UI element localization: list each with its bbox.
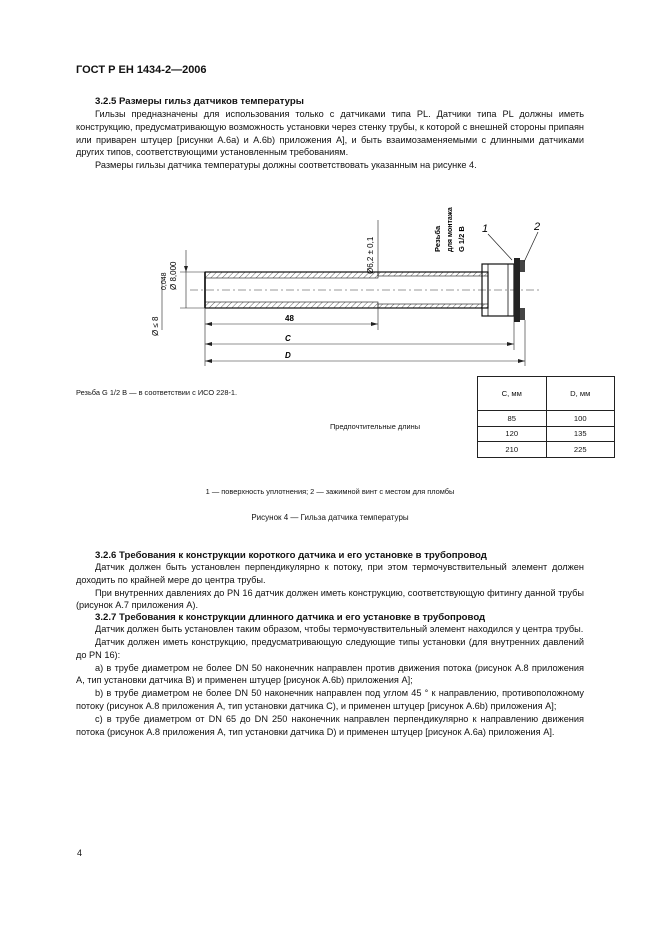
document-header: ГОСТ Р ЕН 1434-2—2006: [76, 64, 207, 76]
table-cell: 210: [477, 441, 547, 458]
section-title: 3.2.6 Требования к конструкции короткого…: [95, 550, 487, 561]
thread-note: Резьба G 1/2 B — в соответствии с ИСО 22…: [76, 388, 238, 397]
table-header-d: D, мм: [545, 376, 615, 411]
figure-legend: 1 — поверхность уплотнения; 2 — зажимной…: [205, 487, 455, 496]
table-row: 85 100: [477, 410, 615, 427]
paragraph: Размеры гильзы датчика температуры должн…: [95, 160, 477, 171]
paragraph: Гильзы предназначены для использования т…: [76, 109, 584, 158]
dimension-48-label: 48: [285, 314, 294, 323]
page-number: 4: [77, 848, 83, 858]
table-cell: 120: [477, 425, 547, 442]
clamping-screw: [520, 260, 525, 272]
list-item: а) в трубе диаметром не более DN 50 нако…: [76, 662, 584, 686]
table-cell: 225: [545, 441, 615, 458]
figure-caption: Рисунок 4 — Гильза датчика температуры: [251, 513, 409, 522]
callout-1: 1: [482, 223, 488, 235]
table-row: 210 225: [477, 441, 615, 458]
mid-diameter-label: Ø6,2 ± 0,1: [366, 236, 375, 274]
dimension-c-label: C: [285, 334, 291, 343]
callout-2: 2: [533, 221, 540, 233]
dimension-d-label: D: [285, 351, 291, 360]
list-item: b) в трубе диаметром не более DN 50 нако…: [76, 688, 584, 711]
outer-diameter-tolerance: 0,048: [161, 272, 168, 290]
inner-diameter-label: Ø ≤ 8: [151, 316, 160, 336]
table-row: 120 135: [477, 425, 615, 442]
sealing-surface: [514, 258, 520, 322]
outer-diameter-label: Ø 8,000: [169, 261, 178, 290]
preferred-lengths-table: C, мм D, мм 85 100 120 135 210 225: [477, 376, 615, 458]
paragraph: Датчик должен иметь конструкцию, предусм…: [76, 636, 584, 660]
thread-label: Резьба: [433, 225, 442, 252]
sections-3-2-6-and-3-2-7: 3.2.6 Требования к конструкции короткого…: [76, 550, 584, 738]
section-3-2-5: 3.2.5 Размеры гильз датчиков температуры…: [76, 96, 584, 172]
preferred-lengths-label: Предпочтительные длины: [330, 422, 421, 431]
section-title: 3.2.5 Размеры гильз датчиков температуры: [95, 96, 304, 107]
thread-sub-label: для монтажа: [447, 207, 454, 252]
paragraph: При внутренних давлениях до PN 16 датчик…: [76, 587, 584, 611]
sleeve-drawing: Ø 8,000 0,048 Ø ≤ 8 Ø6,2 ± 0,1 Резьба дл…: [151, 207, 540, 366]
paragraph: Датчик должен быть установлен таким обра…: [95, 624, 584, 635]
paragraph: Датчик должен быть установлен перпендику…: [76, 562, 584, 585]
table-cell: 135: [545, 425, 615, 442]
section-title: 3.2.7 Требования к конструкции длинного …: [95, 612, 486, 624]
thread-spec-label: G 1/2 B: [457, 226, 466, 252]
table-cell: 100: [545, 410, 615, 427]
table-cell: 85: [477, 410, 547, 427]
list-item: c) в трубе диаметром от DN 65 до DN 250 …: [76, 713, 584, 737]
table-header-c: C, мм: [477, 376, 547, 411]
